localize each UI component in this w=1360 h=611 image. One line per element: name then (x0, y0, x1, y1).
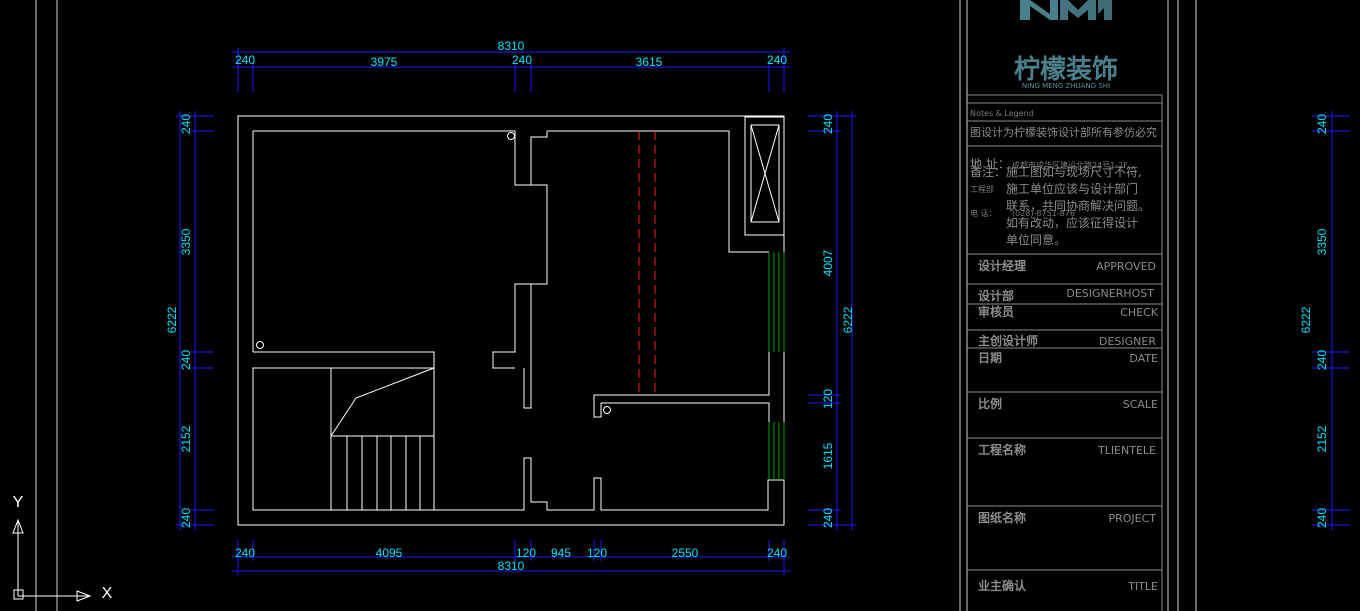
left-room-wall (253, 130, 548, 186)
note-line-4: 如有改动，应该征得设计 (1006, 215, 1138, 230)
vent-shaft (744, 116, 785, 236)
notes-header: Notes & Legend (970, 109, 1034, 118)
dim-bottom-c: 120 (516, 546, 536, 560)
dim-left-a: 240 (179, 114, 193, 134)
floor-plan (237, 115, 785, 526)
note-line-3: 联系，共同协商解决问题。 (1006, 198, 1150, 213)
row-value-approved: APPROVED (1096, 260, 1156, 273)
dim-left-c: 240 (179, 350, 193, 370)
row-value-title: TITLE (1127, 580, 1158, 593)
dim-top-e: 240 (767, 53, 787, 67)
dim-right-total: 6222 (841, 306, 855, 333)
row-label-project: 图纸名称 (978, 510, 1026, 525)
dept-label: 工程部 (970, 184, 994, 194)
ucs-axis-icon (12, 518, 92, 602)
dim-far-d: 2152 (1315, 425, 1329, 452)
row-label-title: 业主确认 (978, 578, 1027, 593)
dim-left-e: 240 (179, 508, 193, 528)
dim-far-b: 3350 (1315, 228, 1329, 255)
window-right-upper (768, 252, 785, 352)
dimension-text: 8310 240 3975 240 3615 240 240 4095 120 … (165, 39, 1329, 573)
dim-bottom-b: 4095 (376, 546, 403, 560)
row-label-check: 审核员 (978, 304, 1014, 319)
row-label-date: 日期 (978, 350, 1002, 365)
dim-bottom-g: 240 (767, 546, 787, 560)
row-value-project: PROJECT (1108, 512, 1156, 525)
fixture-circle (507, 132, 515, 140)
dim-bottom-f: 2550 (672, 546, 699, 560)
beam-dashed-lines (638, 131, 656, 395)
dim-top-b: 3975 (371, 55, 398, 69)
window-right-lower (768, 422, 785, 480)
note-line-1: 施工图如与现场尺寸不符, (1006, 164, 1142, 179)
row-value-designerhost: DESIGNERHOST (1066, 287, 1154, 300)
copyright-text: 图设计为柠檬装饰设计部所有参仿必究 (970, 125, 1157, 139)
address-text: 成都市成华区建设北路24号1-2F (1012, 160, 1128, 170)
phone-text: (028)-8751-876 (1012, 209, 1075, 218)
dim-far-a: 240 (1315, 114, 1329, 134)
dim-far-total: 6222 (1299, 306, 1313, 333)
dim-right-d: 1615 (821, 442, 835, 469)
dim-right-b: 4007 (821, 249, 835, 276)
dim-top-c: 240 (512, 53, 532, 67)
outer-wall (237, 115, 785, 526)
row-label-clientele: 工程名称 (978, 442, 1026, 457)
row-value-scale: SCALE (1123, 398, 1158, 411)
phone-label: 电 话： (970, 208, 997, 218)
dim-right-c: 120 (821, 389, 835, 409)
company-logo (1020, 0, 1112, 20)
row-value-designer: DESIGNER (1099, 335, 1156, 348)
row-value-clientele: TLIENTELE (1097, 444, 1156, 457)
note-label: 备注： (970, 164, 1006, 179)
company-name: 柠檬装饰 (1014, 54, 1118, 85)
dim-left-d: 2152 (179, 425, 193, 452)
right-room-wall (547, 130, 769, 253)
dim-far-e: 240 (1315, 508, 1329, 528)
axis-y-label: Y (13, 494, 24, 511)
dimension-lines (176, 48, 1350, 575)
dim-top-d: 3615 (636, 55, 663, 69)
dim-bottom-total: 8310 (498, 559, 525, 573)
row-label-approved: 设计经理 (978, 258, 1026, 273)
title-block: 柠檬装饰 NING MENG ZHUANG SHI Notes & Legend… (967, 0, 1163, 611)
row-value-check: CHECK (1120, 306, 1159, 319)
dim-bottom-e: 120 (587, 546, 607, 560)
stair-rail (330, 367, 435, 437)
dim-right-e: 240 (821, 508, 835, 528)
row-value-date: DATE (1129, 352, 1158, 365)
row-label-designer: 主创设计师 (978, 333, 1038, 348)
note-line-2: 施工单位应该与设计部门 (1006, 181, 1138, 196)
address-label: 地 址： (970, 157, 1010, 171)
dim-far-c: 240 (1315, 350, 1329, 370)
stair-area (252, 367, 435, 511)
company-pinyin: NING MENG ZHUANG SHI (1022, 82, 1110, 90)
dim-bottom-a: 240 (235, 546, 255, 560)
note-line-5: 单位同意。 (1006, 232, 1066, 247)
dim-left-b: 3350 (179, 228, 193, 255)
dim-left-total: 6222 (165, 306, 179, 333)
lower-partition (593, 352, 770, 422)
row-label-designerhost: 设计部 (978, 288, 1014, 303)
drawing-frame (35, 0, 1197, 611)
dim-top-a: 240 (235, 53, 255, 67)
dim-right-a: 240 (821, 114, 835, 134)
dim-top-total: 8310 (498, 39, 525, 53)
mid-partition (253, 351, 435, 369)
row-label-scale: 比例 (978, 396, 1002, 411)
dim-bottom-d: 945 (551, 546, 571, 560)
axis-x-label: X (102, 585, 113, 602)
